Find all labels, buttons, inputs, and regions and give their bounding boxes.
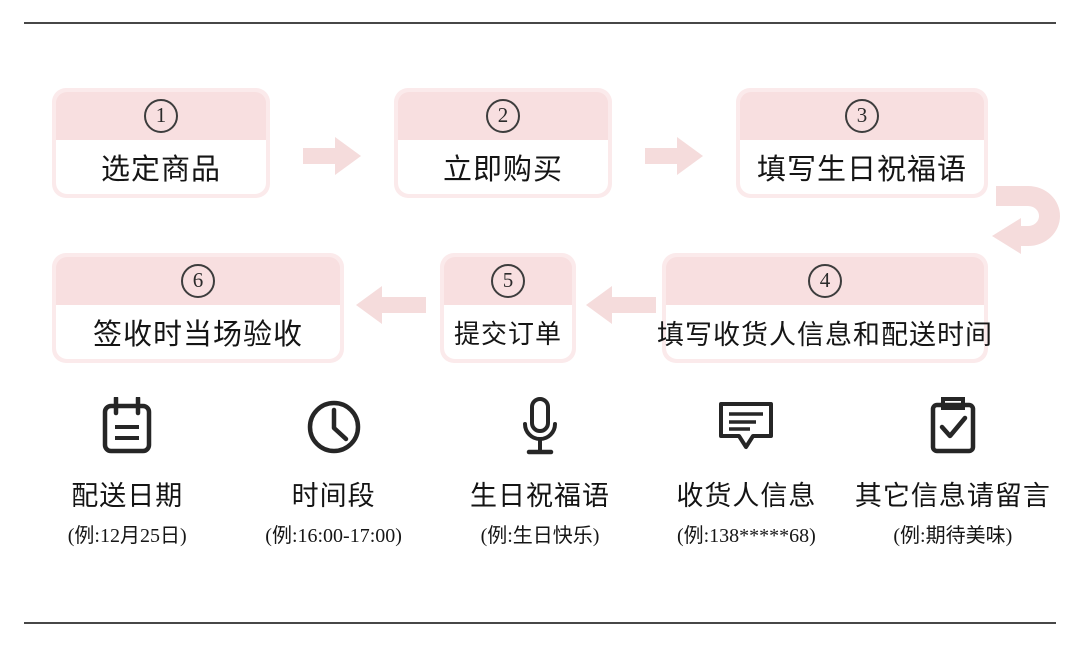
feature-item-birthday-message: 生日祝福语 (例:生日快乐)	[437, 396, 643, 548]
feature-label-birthday-message: 生日祝福语	[470, 481, 611, 511]
step-card-6-body: 签收时当场验收	[56, 305, 340, 359]
step-number-5: 5	[491, 264, 525, 298]
step-card-5[interactable]: 5 提交订单	[440, 253, 576, 363]
step-number-3: 3	[845, 99, 879, 133]
arrow-right-icon-step2-step3	[645, 137, 703, 175]
step-number-1: 1	[144, 99, 178, 133]
bottom-divider	[24, 622, 1056, 624]
feature-label-other-message: 其它信息请留言	[854, 481, 1051, 511]
feature-item-delivery-date: 配送日期 (例:12月25日)	[24, 396, 230, 548]
step-card-6[interactable]: 6 签收时当场验收	[52, 253, 344, 363]
message-form-icon	[716, 396, 776, 458]
step-card-6-header: 6	[56, 257, 340, 305]
arrow-left-icon-step5-step6	[356, 286, 426, 324]
step-label-3: 填写生日祝福语	[756, 154, 967, 186]
microphone-icon	[518, 396, 562, 458]
step-label-6: 签收时当场验收	[92, 319, 303, 351]
feature-example-other-message: (例:期待美味)	[893, 525, 1013, 547]
step-card-2-body: 立即购买	[398, 140, 608, 194]
step-number-4: 4	[808, 264, 842, 298]
step-number-6: 6	[181, 264, 215, 298]
step-card-5-body: 提交订单	[444, 305, 572, 359]
feature-example-time-slot: (例:16:00-17:00)	[265, 525, 402, 547]
step-card-1[interactable]: 1 选定商品	[52, 88, 270, 198]
step-card-3-header: 3	[740, 92, 984, 140]
clock-icon	[305, 396, 363, 458]
arrow-right-icon-step1-step2	[303, 137, 361, 175]
calendar-icon	[99, 396, 155, 458]
step-card-3[interactable]: 3 填写生日祝福语	[736, 88, 988, 198]
top-divider	[24, 22, 1056, 24]
arrow-left-icon-step4-step5	[586, 286, 656, 324]
step-label-1: 选定商品	[100, 154, 221, 186]
feature-item-other-message: 其它信息请留言 (例:期待美味)	[850, 396, 1056, 548]
step-card-1-body: 选定商品	[56, 140, 266, 194]
step-card-4-body: 填写收货人信息和配送时间	[657, 305, 992, 359]
step-card-3-body: 填写生日祝福语	[740, 140, 984, 194]
step-card-4[interactable]: 4 填写收货人信息和配送时间	[657, 253, 992, 363]
step-card-2-header: 2	[398, 92, 608, 140]
feature-label-recipient-info: 收货人信息	[676, 481, 817, 511]
step-card-4-header: 4	[666, 257, 984, 305]
arrow-uturn-icon-step3-step4	[988, 186, 1060, 254]
step-card-2[interactable]: 2 立即购买	[394, 88, 612, 198]
step-label-2: 立即购买	[442, 154, 563, 186]
feature-label-delivery-date: 配送日期	[71, 481, 184, 511]
feature-example-recipient-info: (例:138*****68)	[676, 525, 816, 547]
step-label-5: 提交订单	[453, 319, 562, 349]
feature-example-delivery-date: (例:12月25日)	[67, 525, 187, 547]
step-number-2: 2	[486, 99, 520, 133]
feature-label-time-slot: 时间段	[291, 481, 376, 511]
step-card-1-header: 1	[56, 92, 266, 140]
clipboard-check-icon	[927, 396, 979, 458]
feature-item-recipient-info: 收货人信息 (例:138*****68)	[643, 396, 849, 548]
feature-row: 配送日期 (例:12月25日) 时间段 (例:16:00-17:00)	[24, 396, 1056, 548]
feature-item-time-slot: 时间段 (例:16:00-17:00)	[230, 396, 436, 548]
step-label-4: 填写收货人信息和配送时间	[657, 319, 993, 350]
step-card-5-header: 5	[444, 257, 572, 305]
feature-example-birthday-message: (例:生日快乐)	[480, 525, 600, 547]
